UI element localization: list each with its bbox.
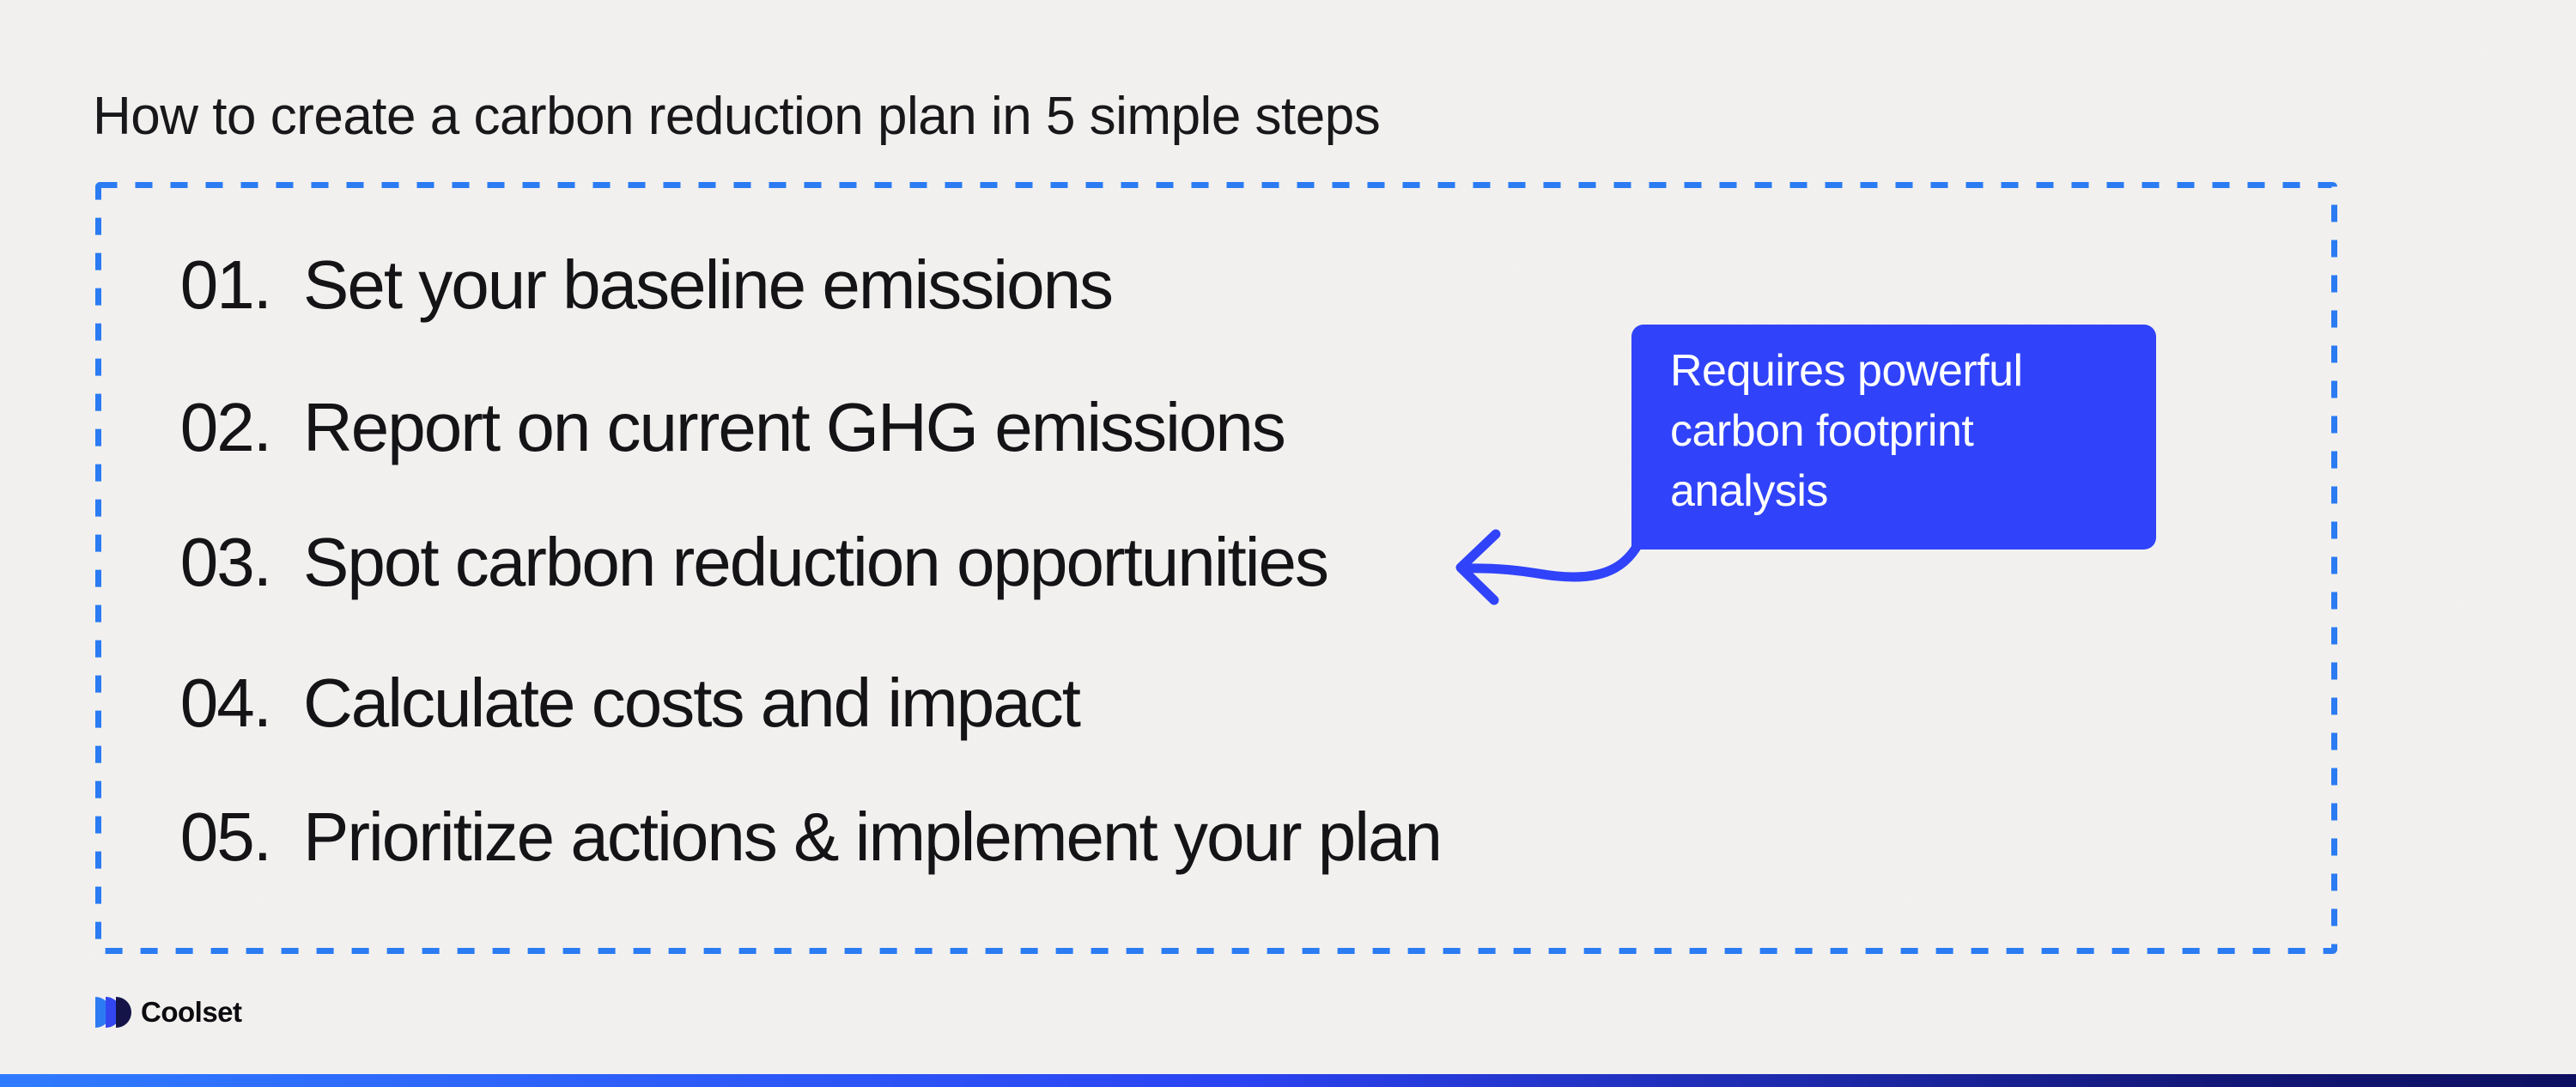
step-label: Set your baseline emissions <box>303 246 1114 323</box>
step-number: 05. <box>179 799 272 875</box>
step-number: 02. <box>179 389 272 465</box>
step-number: 01. <box>179 246 272 323</box>
step-number: 04. <box>179 665 272 741</box>
list-item: 02. Report on current GHG emissions <box>94 389 1286 465</box>
coolset-logo-icon <box>95 997 131 1028</box>
step-label: Report on current GHG emissions <box>303 389 1286 465</box>
coolset-logo-text: Coolset <box>141 996 242 1028</box>
coolset-logo: Coolset <box>92 996 242 1029</box>
step-label: Prioritize actions & implement your plan <box>303 799 1443 875</box>
bottom-accent-bar <box>0 1074 2576 1087</box>
step-label: Calculate costs and impact <box>303 665 1081 741</box>
step-number: 03. <box>179 524 272 600</box>
step-label: Spot carbon reduction opportunities <box>303 524 1329 600</box>
callout-box: Requires powerful carbon footprint analy… <box>1631 325 2156 550</box>
list-item: 04. Calculate costs and impact <box>94 665 1081 741</box>
list-item: 03. Spot carbon reduction opportunities <box>94 524 1329 600</box>
list-item: 01. Set your baseline emissions <box>94 246 1114 323</box>
callout-text: Requires powerful carbon footprint analy… <box>1670 346 2023 516</box>
list-item: 05. Prioritize actions & implement your … <box>94 799 1443 875</box>
